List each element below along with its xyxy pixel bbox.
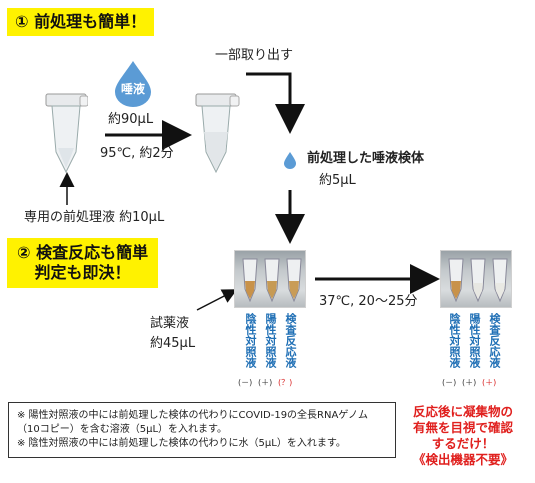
pretreatment-tube-photo [44, 92, 89, 176]
section2-title: ② 検査反応も簡単 判定も即決！ [7, 238, 159, 288]
incubation-condition: 37℃, 20〜25分 [319, 294, 418, 309]
tube-label-test-before: 検査反応液 [284, 313, 297, 368]
section1-title: ① 前処理も簡単！ [7, 8, 155, 36]
reagent-amount: 約45µL [150, 336, 196, 351]
result-negative-before: (－) [238, 378, 253, 387]
section2-title-line1: ② 検査反応も簡単 [17, 243, 149, 262]
saliva-drop-icon: 唾液 [111, 60, 155, 108]
note-negative-control: ※ 陰性対照液の中には前処理した検体の代わりに水（5µL）を入れます。 [17, 438, 346, 449]
result-test-after: (＋) [482, 378, 497, 387]
arrow-reagent [196, 289, 238, 311]
visual-check-line4: 《検出機器不要》 [412, 452, 513, 467]
tube-label-negative-after: 陰性対照液 [448, 313, 461, 368]
pretreatment-liquid-label: 専用の前処理液 約10µL [24, 210, 165, 225]
note-positive-control: ※ 陽性対照液の中には前処理した検体の代わりにCOVID-19の全長RNAゲノム… [17, 410, 369, 435]
arrow-extract [246, 72, 305, 134]
saliva-badge-label: 唾液 [120, 82, 145, 96]
heat-condition: 95℃, 約2分 [100, 146, 174, 161]
tube-label-test-after: 検査反応液 [488, 313, 501, 368]
result-negative-after: (－) [442, 378, 457, 387]
section2-title-line2: 判定も即決！ [34, 263, 131, 282]
reaction-tubes-before-photo [234, 250, 306, 308]
heated-tube-photo [194, 92, 240, 176]
reaction-tubes-after-photo [440, 250, 512, 308]
tube-label-negative-before: 陰性対照液 [244, 313, 257, 368]
specimen-amount: 約5µL [319, 173, 356, 188]
notes-box: ※ 陽性対照液の中には前処理した検体の代わりにCOVID-19の全長RNAゲノム… [8, 402, 396, 458]
result-test-before: (？) [278, 378, 293, 387]
specimen-label: 前処理した唾液検体 [307, 151, 425, 166]
specimen-drop-icon [283, 152, 297, 169]
visual-check-line2: 有無を目視で確認 [412, 420, 513, 435]
reagent-label: 試薬液 [150, 316, 190, 331]
saliva-amount: 約90µL [108, 112, 154, 127]
visual-check-line1: 反応後に凝集物の [412, 404, 513, 419]
tube-label-positive-after: 陽性対照液 [468, 313, 481, 368]
tube-label-positive-before: 陽性対照液 [264, 313, 277, 368]
result-positive-after: (＋) [462, 378, 477, 387]
extract-label: 一部取り出す [215, 48, 294, 63]
result-positive-before: (＋) [258, 378, 273, 387]
visual-check-note: 反応後に凝集物の 有無を目視で確認 するだけ！ 《検出機器不要》 [398, 404, 528, 468]
visual-check-line3: するだけ！ [431, 436, 495, 451]
